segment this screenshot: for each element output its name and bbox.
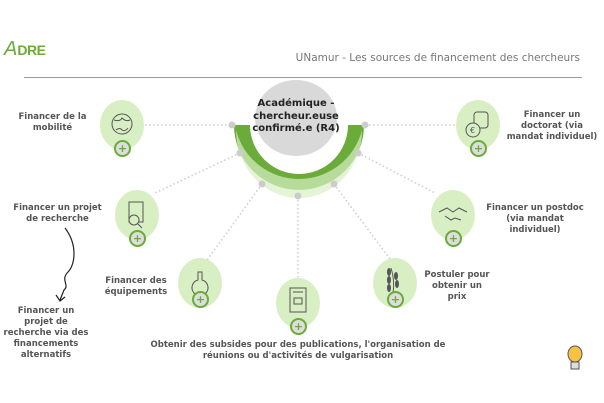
handshake-icon (438, 207, 468, 221)
adre-logo: ADRE (4, 38, 46, 60)
label-publications: Obtenir des subsides pour des publicatio… (150, 340, 446, 361)
label-doctorat: Financer un doctorat (via mandat individ… (506, 110, 598, 142)
expand-equipements-button[interactable]: + (192, 291, 209, 308)
center-circle (255, 80, 337, 156)
document-search-icon (128, 201, 144, 229)
node-projet[interactable] (115, 190, 159, 240)
label-postdoc: Financer un postdoc (via mandat individu… (486, 203, 584, 235)
globe-icon (111, 113, 133, 135)
euro-coins-icon: € (465, 111, 489, 138)
svg-text:€: € (470, 126, 475, 135)
label-equipements: Financer des équipements (104, 276, 168, 297)
label-mobility: Financer de la mobilité (18, 112, 87, 133)
center-label: Académique - chercheur.euse confirmé.e (… (252, 98, 340, 134)
expand-prix-button[interactable]: + (387, 291, 404, 308)
expand-postdoc-button[interactable]: + (445, 230, 462, 247)
expand-projet-button[interactable]: + (129, 230, 146, 247)
curved-arrow (55, 227, 75, 302)
divider (24, 77, 582, 78)
label-projet: Financer un projet de recherche (13, 203, 102, 224)
expand-mobility-button[interactable]: + (114, 140, 131, 157)
expand-doctorat-button[interactable]: + (470, 140, 487, 157)
page-title: UNamur - Les sources de financement des … (295, 52, 580, 64)
label-alternative-funding: Financer un projet de recherche via des … (3, 306, 89, 360)
lightbulb-icon (567, 345, 583, 370)
expand-publications-button[interactable]: + (290, 318, 307, 335)
label-prix: Postuler pour obtenir un prix (424, 270, 490, 302)
book-icon (289, 287, 307, 313)
